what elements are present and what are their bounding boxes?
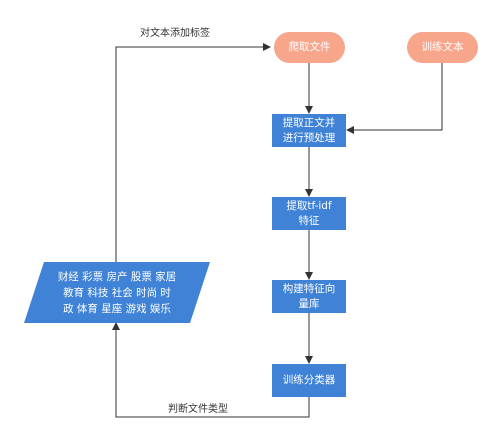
edge-classifier-to-categories [112, 322, 310, 418]
extract-preprocess-node: 提取正文并 进行预处理 [272, 114, 346, 147]
crawl-files-label: 爬取文件 [288, 41, 331, 53]
extract-preprocess-label-1: 提取正文并 [282, 116, 336, 129]
crawl-files-node: 爬取文件 [274, 32, 345, 63]
edge-train-to-extract [346, 63, 443, 134]
train-classifier-label: 训练分类器 [282, 374, 336, 386]
extract-preprocess-label-2: 进行预处理 [282, 131, 336, 144]
edge-categories-to-crawl [115, 43, 271, 262]
feature-vector-label-2: 量库 [298, 297, 320, 310]
training-text-label: 训练文本 [421, 41, 464, 53]
training-text-node: 训练文本 [407, 32, 478, 63]
feature-vector-node: 构建特征向 量库 [272, 280, 346, 313]
categories-line-1: 财经 彩票 房产 股票 家居 [57, 270, 177, 283]
categories-shape [24, 262, 210, 323]
categories-node: 财经 彩票 房产 股票 家居 教育 科技 社会 时尚 时 政 体育 星座 游戏 … [24, 262, 210, 323]
tfidf-node: 提取tf-idf 特征 [272, 197, 346, 230]
edge-label-tag: 对文本添加标签 [140, 24, 210, 39]
feature-vector-label-1: 构建特征向 [282, 282, 336, 295]
categories-line-3: 政 体育 星座 游戏 娱乐 [63, 302, 171, 315]
categories-line-2: 教育 科技 社会 时尚 时 [63, 286, 171, 299]
tfidf-label-1: 提取tf-idf [286, 199, 332, 212]
train-classifier-node: 训练分类器 [272, 364, 346, 397]
edge-label-judge: 判断文件类型 [168, 400, 228, 415]
tfidf-label-2: 特征 [298, 214, 320, 227]
categories-text: 财经 彩票 房产 股票 家居 教育 科技 社会 时尚 时 政 体育 星座 游戏 … [24, 262, 210, 323]
